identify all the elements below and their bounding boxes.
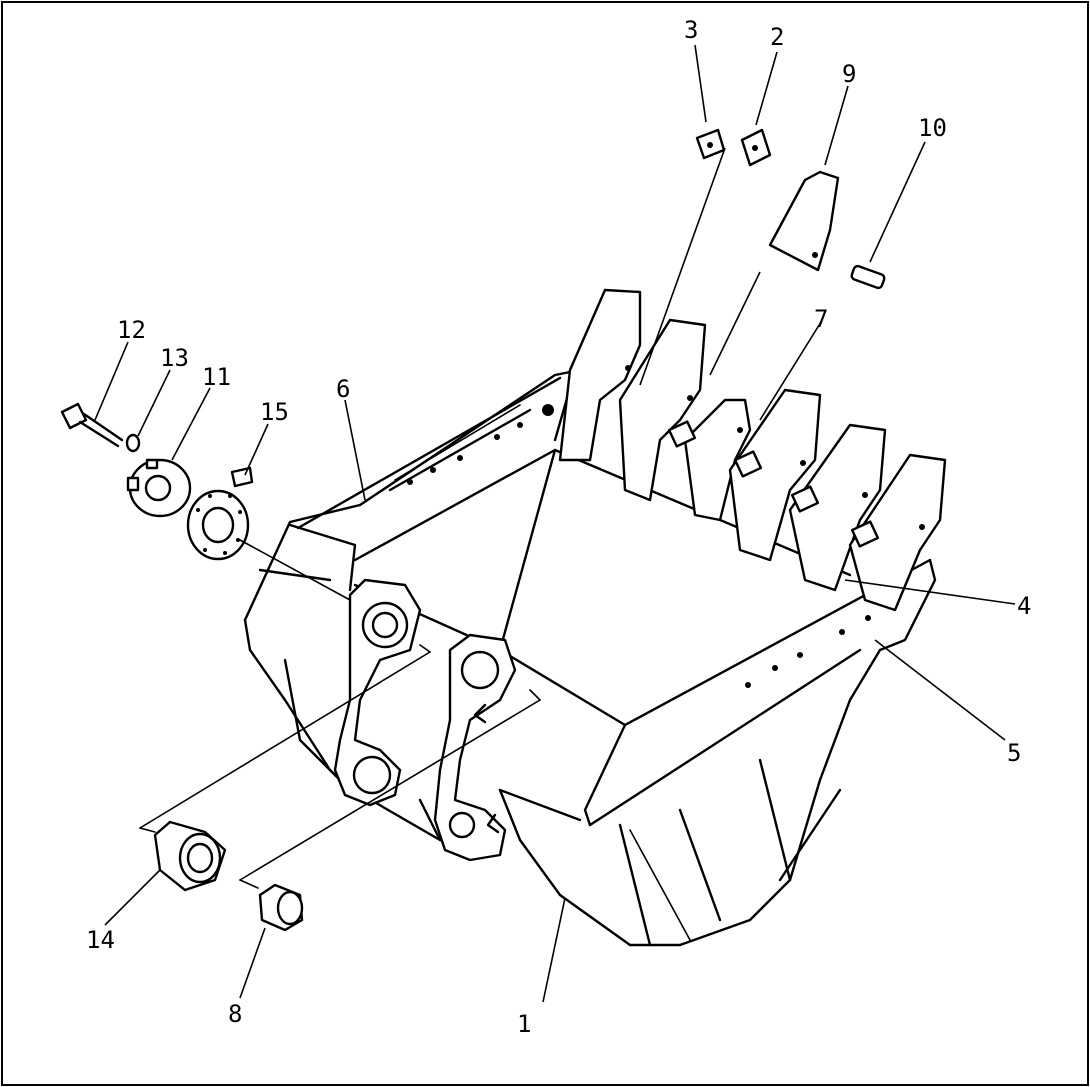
part-9-tooth — [768, 170, 840, 272]
callout-13: 13 — [160, 344, 189, 372]
callout-2: 2 — [770, 23, 784, 51]
callout-9: 9 — [842, 60, 856, 88]
callouts: 1 2 3 4 5 6 7 8 9 10 11 12 13 14 15 — [86, 16, 1031, 1038]
callout-11: 11 — [202, 363, 231, 391]
callout-15: 15 — [260, 398, 289, 426]
callout-14: 14 — [86, 926, 115, 954]
teeth-row — [542, 288, 947, 612]
part-13-washer — [125, 433, 141, 453]
mounting-bracket-left — [333, 578, 422, 807]
callout-3: 3 — [684, 16, 698, 44]
callout-8: 8 — [228, 1000, 242, 1028]
part-15-flange — [186, 466, 254, 561]
assembly-lines — [139, 539, 541, 889]
part-3-block — [695, 128, 726, 160]
callout-4: 4 — [1017, 592, 1031, 620]
leader-lines — [94, 44, 1016, 1003]
callout-7: 7 — [814, 305, 828, 333]
callout-6: 6 — [336, 375, 350, 403]
part-14-bushing — [153, 820, 227, 892]
mounting-bracket-right — [433, 633, 517, 862]
part-10-pin — [850, 264, 886, 290]
part-11-plate — [126, 458, 192, 518]
callout-10: 10 — [918, 114, 947, 142]
part-12-bolt — [60, 402, 124, 448]
callout-12: 12 — [117, 316, 146, 344]
part-2-block — [740, 128, 772, 167]
callout-5: 5 — [1007, 739, 1021, 767]
part-8-bushing — [258, 883, 304, 932]
callout-1: 1 — [517, 1010, 531, 1038]
